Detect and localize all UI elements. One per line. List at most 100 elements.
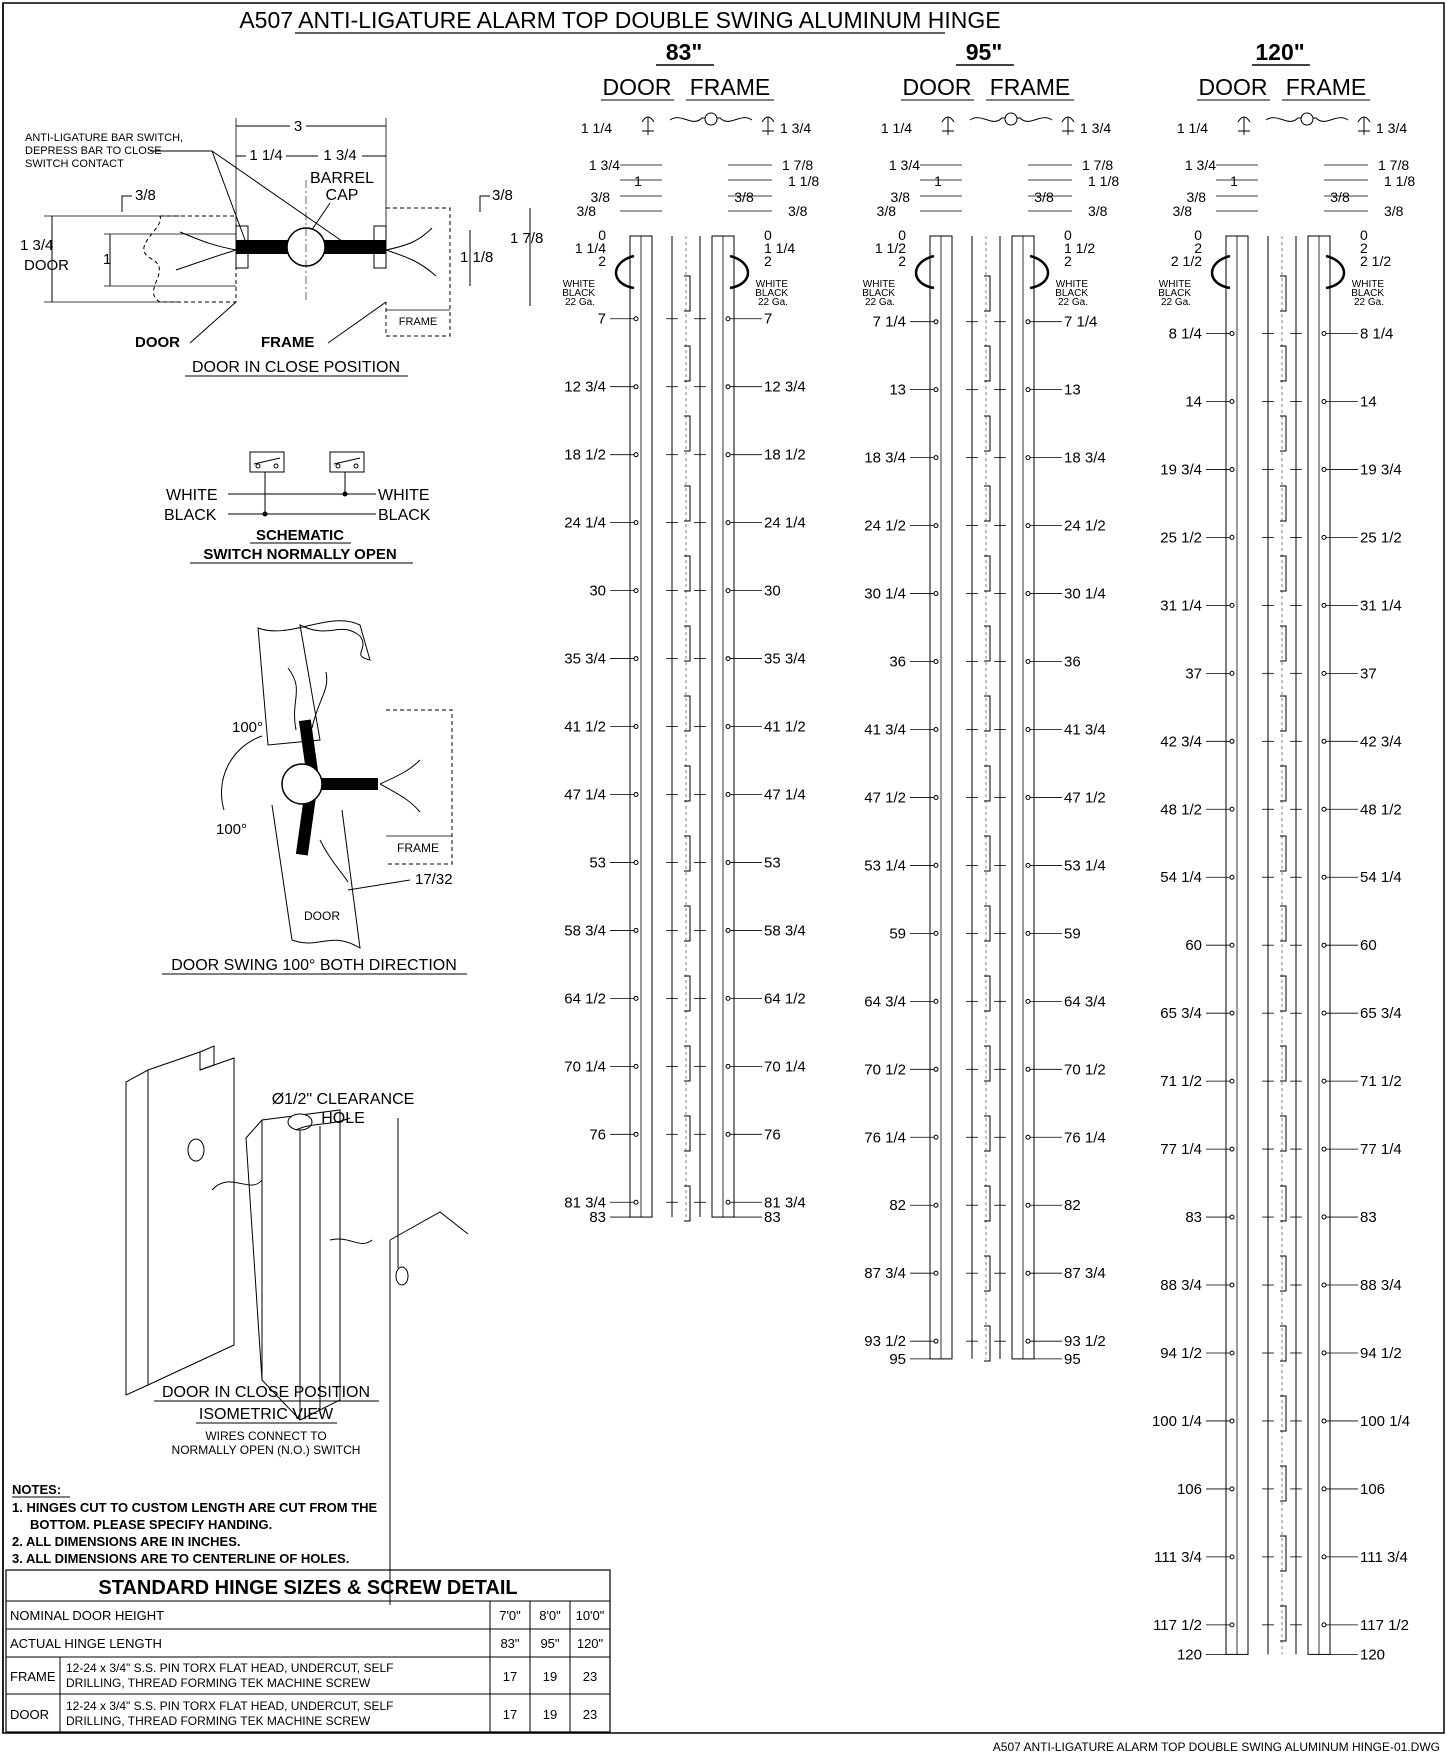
hole-label-left: 13 (889, 382, 906, 399)
hole-label-right: 117 1/2 (1360, 1617, 1409, 1634)
hole-label-left: 76 1/4 (864, 1129, 906, 1146)
hole-label-right: 14 (1360, 393, 1377, 410)
top-dim-i: 3/8 (877, 203, 897, 219)
top-label-left: 2 (1194, 240, 1202, 256)
iso-frame (125, 1051, 235, 1396)
barrel-cap-line-2: CAP (326, 187, 359, 204)
top-dim-b: 1 3/4 (780, 120, 811, 136)
frame-hole (1321, 1554, 1327, 1560)
column-top-profile (1237, 112, 1371, 135)
hole-label-right: 41 1/2 (764, 719, 806, 736)
swing-hinge-leaf-lower (295, 794, 317, 856)
column-title: 95" (966, 39, 1003, 65)
door-hole (933, 930, 939, 936)
door-hole (633, 452, 639, 458)
table-row-4-v3: 23 (583, 1707, 597, 1722)
end-label-right: 95 (1064, 1351, 1081, 1368)
switch-box-2 (329, 451, 365, 473)
hole-label-left: 100 1/4 (1152, 1413, 1202, 1430)
hole-label-left: 14 (1185, 393, 1202, 410)
door-hole (1229, 1350, 1235, 1356)
frame-hole (1025, 1202, 1031, 1208)
hole-label-left: 53 1/4 (864, 857, 906, 874)
column-title: 83" (666, 39, 703, 65)
door-wire-loop (1210, 254, 1231, 290)
frame-hole (725, 724, 731, 730)
table-row-4-v2: 19 (543, 1707, 557, 1722)
swing-door-upper (257, 620, 371, 746)
frame-label-leader (327, 301, 387, 344)
swing-angle-bottom: 100° (216, 821, 247, 838)
hole-label-right: 111 3/4 (1360, 1549, 1408, 1566)
hole-label-right: 18 1/2 (764, 447, 806, 464)
dim-overall-gap (290, 116, 306, 134)
hole-label-left: 88 3/4 (1160, 1277, 1202, 1294)
hole-label-right: 19 3/4 (1360, 461, 1402, 478)
wire-black-right: BLACK (1055, 288, 1088, 299)
frame-hole (725, 588, 731, 594)
hole-label-right: 8 1/4 (1360, 326, 1393, 343)
frame-hole (1321, 1146, 1327, 1152)
switch-note-line-1: ANTI-LIGATURE BAR SWITCH, (25, 132, 183, 144)
table-row-4-tag: DOOR (10, 1707, 49, 1722)
door-hole (1229, 1078, 1235, 1084)
notes-heading: NOTES: (12, 1482, 61, 1497)
frame-end-leaf (1061, 116, 1075, 135)
end-label-left: 95 (889, 1351, 906, 1368)
table-row-3-label2: DRILLING, THREAD FORMING TEK MACHINE SCR… (66, 1676, 371, 1690)
hole-label-right: 93 1/2 (1064, 1333, 1106, 1350)
door-hole (1229, 466, 1235, 472)
frame-hole (1025, 455, 1031, 461)
top-label-left: 2 (598, 253, 606, 269)
hole-label-left: 42 3/4 (1160, 733, 1202, 750)
top-dim-j: 3/8 (788, 203, 808, 219)
frame-hole (1321, 942, 1327, 948)
dim-3-8-left-text: 3/8 (135, 187, 156, 204)
notes-item-4: 3. ALL DIMENSIONS ARE TO CENTERLINE OF H… (12, 1551, 349, 1566)
isometric-detail: Ø1/2" CLEARANCE HOLE DOOR IN CLOSE POSIT… (125, 1045, 469, 1605)
top-dim-h: 3/8 (734, 189, 754, 205)
top-label-left: 0 (898, 227, 906, 243)
door-hole (633, 995, 639, 1001)
hole-label-right: 18 3/4 (1064, 450, 1106, 467)
dim-3-8-left-leader (121, 195, 132, 212)
door-hole (1229, 942, 1235, 948)
frame-hole (725, 927, 731, 933)
frame-hole (1025, 794, 1031, 800)
hole-label-right: 64 1/2 (764, 990, 806, 1007)
column-title: 120" (1255, 39, 1304, 65)
junction-2 (342, 491, 348, 497)
door-hole (633, 1063, 639, 1069)
top-label-left: 0 (1194, 227, 1202, 243)
hole-label-right: 65 3/4 (1360, 1005, 1402, 1022)
dim-right-gap (318, 145, 362, 161)
top-dim-a: 1 1/4 (581, 120, 612, 136)
frame-label: FRAME (261, 334, 314, 351)
frame-hole (1025, 1338, 1031, 1344)
hole-label-left: 31 1/4 (1160, 597, 1202, 614)
schematic-detail: WHITE BLACK WHITE BLACK SCHEMATIC SWITCH… (164, 451, 431, 564)
hole-label-right: 58 3/4 (764, 922, 806, 939)
top-dim-g: 3/8 (1187, 189, 1207, 205)
iso-note-2: NORMALLY OPEN (N.O.) SWITCH (172, 1443, 361, 1457)
hole-label-left: 87 3/4 (864, 1265, 906, 1282)
frame-wire-loop (1325, 254, 1346, 290)
table-row-4-v1: 17 (503, 1707, 517, 1722)
swing-frame-label: FRAME (397, 841, 439, 855)
frame-hole (1025, 1134, 1031, 1140)
door-hole (933, 726, 939, 732)
door-hole (1229, 1418, 1235, 1424)
door-word-text: DOOR (24, 257, 69, 274)
door-hole (1229, 874, 1235, 880)
